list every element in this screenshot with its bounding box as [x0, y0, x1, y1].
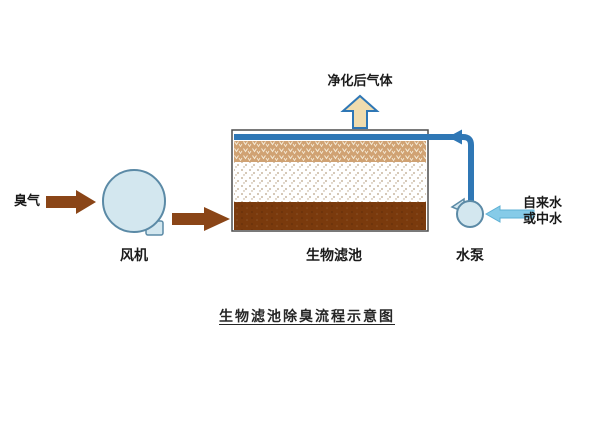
purified-gas-arrow	[340, 94, 380, 129]
fan-body	[102, 169, 166, 233]
pump-label: 水泵	[456, 248, 484, 264]
water-source-line2: 或中水	[523, 212, 563, 228]
diagram-title: 生物滤池除臭流程示意图	[219, 309, 395, 325]
odor-inlet-arrow	[46, 190, 96, 214]
pipe-flow-arrowhead	[448, 129, 462, 145]
water-pipe	[234, 134, 474, 201]
media-layer-pattern	[234, 162, 426, 202]
odor-label: 臭气	[14, 194, 41, 209]
purified-gas-label: 净化后气体	[327, 74, 393, 89]
fan-label: 风机	[120, 248, 148, 264]
pump-shape	[450, 197, 484, 228]
fan-shape	[102, 169, 166, 236]
soil-layer-pattern	[234, 202, 426, 230]
water-source-line1: 自来水	[523, 196, 563, 211]
water-inlet-arrow	[484, 205, 535, 223]
pump-body	[456, 200, 484, 228]
biofilter-tank	[231, 129, 429, 232]
fan-to-filter-arrow	[172, 207, 230, 231]
spray-layer-pattern	[234, 141, 426, 162]
water-source-label: 自来水 或中水	[523, 196, 562, 229]
biofilter-label: 生物滤池	[306, 248, 362, 264]
